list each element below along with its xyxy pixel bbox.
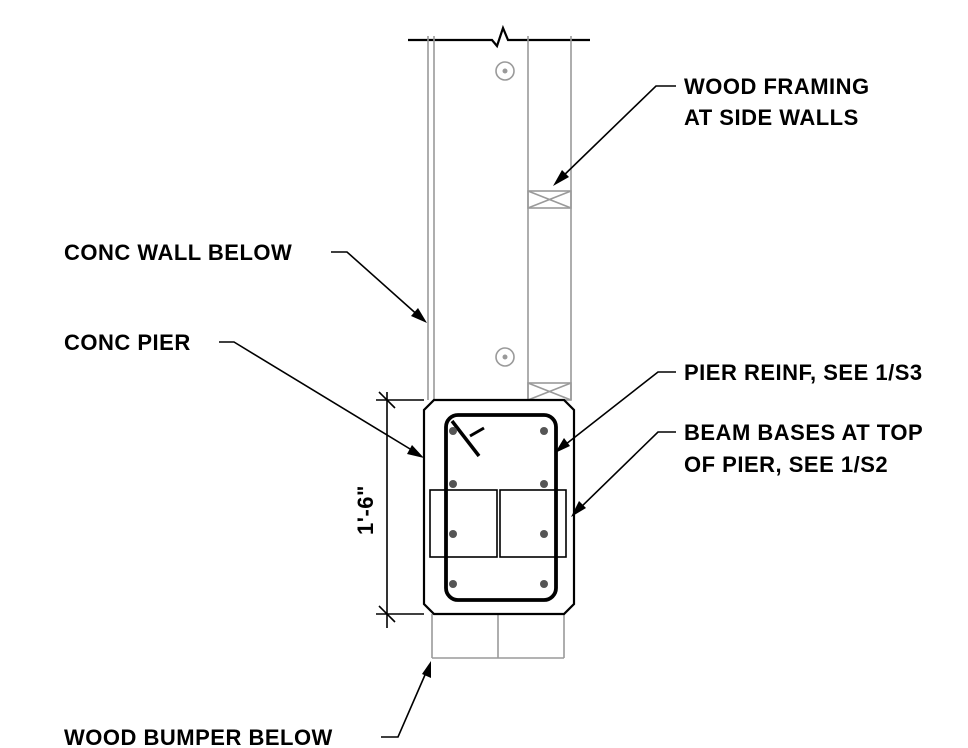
wood-bumper	[431, 614, 565, 659]
break-line	[408, 24, 590, 49]
rebar-hook-tail	[469, 426, 485, 438]
leader-wood-framing	[553, 85, 676, 186]
rebar-hook	[450, 419, 481, 458]
anchor-bolt-bottom	[495, 347, 515, 367]
leader-wood-bumper	[381, 661, 431, 738]
label-beam-bases-line1: BEAM BASES AT TOP	[684, 420, 923, 445]
conc-pier-outline	[422, 398, 576, 616]
wood-framing-block-upper	[527, 190, 572, 209]
beam-base-right	[499, 489, 567, 558]
beam-base-left	[429, 489, 498, 558]
dimension-text: 1'-6"	[353, 485, 378, 535]
label-wood-bumper: WOOD BUMPER BELOW	[64, 725, 333, 748]
conc-wall	[427, 36, 572, 400]
leader-conc-wall	[331, 251, 427, 323]
label-conc-wall: CONC WALL BELOW	[64, 240, 292, 265]
pier-rebar-tie	[444, 413, 558, 602]
leader-conc-pier	[219, 341, 424, 458]
wood-framing-block-lower	[527, 382, 572, 401]
label-wood-framing-line1: WOOD FRAMING	[684, 74, 870, 99]
label-wood-framing-line2: AT SIDE WALLS	[684, 105, 859, 130]
rebar-bars	[449, 427, 548, 588]
anchor-bolt-top	[495, 61, 515, 81]
leader-beam-bases	[571, 431, 676, 517]
dimension-line	[376, 391, 424, 628]
label-beam-bases-line2: OF PIER, SEE 1/S2	[684, 452, 888, 477]
label-conc-pier: CONC PIER	[64, 330, 191, 355]
leader-pier-reinf	[555, 371, 676, 453]
label-pier-reinf: PIER REINF, SEE 1/S3	[684, 360, 923, 385]
